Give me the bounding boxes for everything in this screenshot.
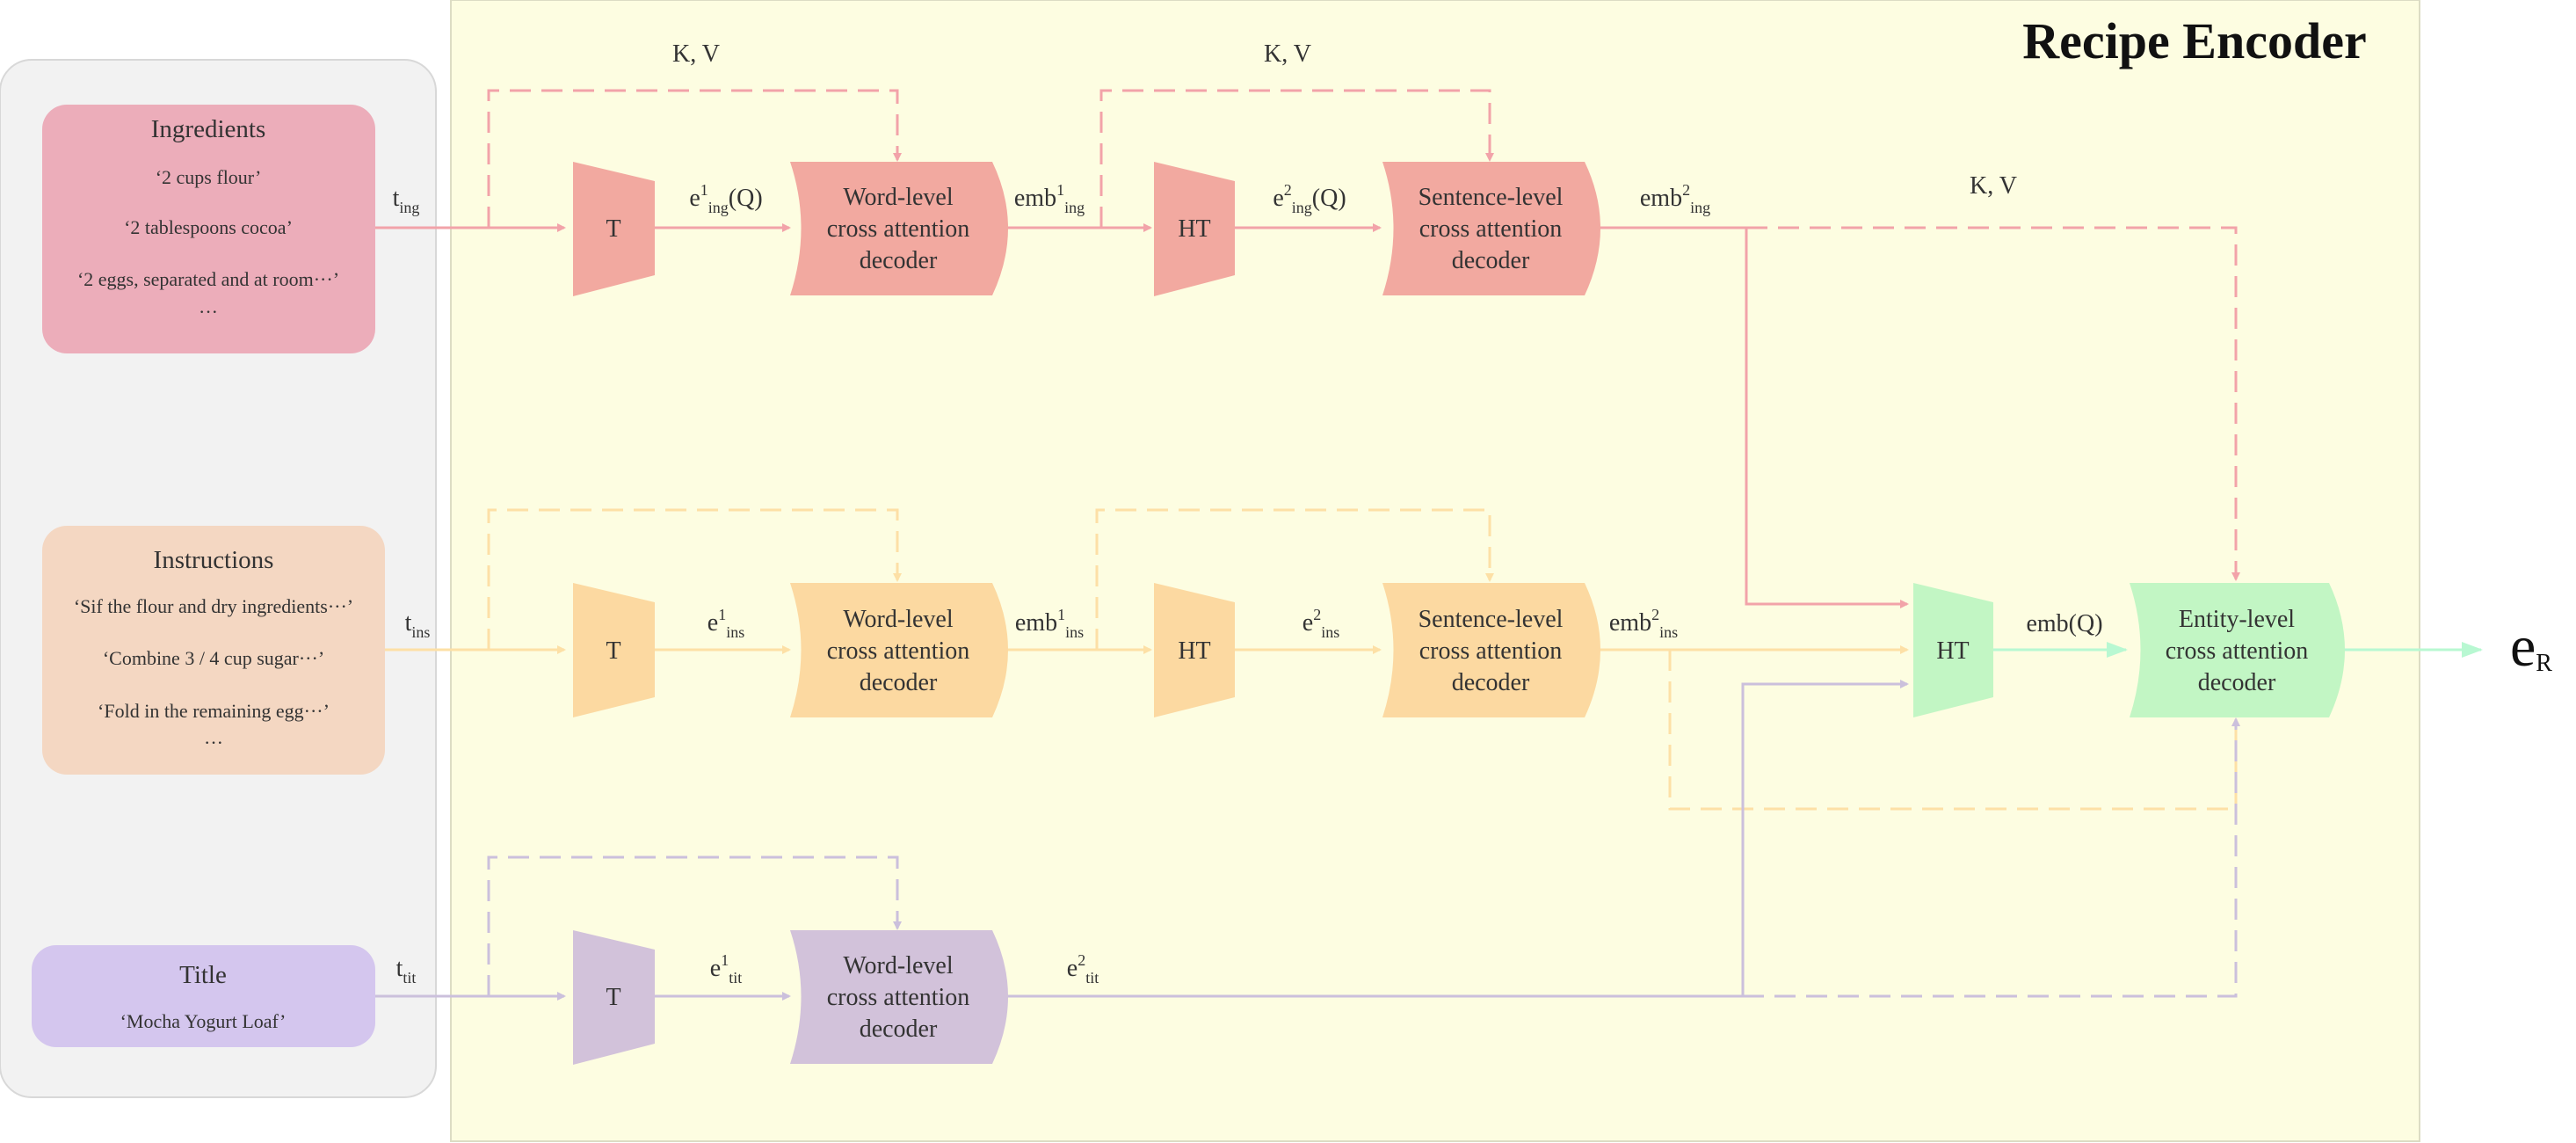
kv-label: K, V [672, 40, 720, 68]
ingredients-ht-block [1154, 162, 1235, 296]
entity-decoder-line: cross attention [2166, 637, 2309, 665]
title-line: ‘Mocha Yogurt Loaf’ [120, 1010, 287, 1032]
label-t-ins: tins [405, 609, 431, 641]
instructions-sentence-decoder-line: cross attention [1419, 637, 1563, 665]
instructions-kv-connections [487, 508, 2240, 811]
label-e2-ins: e2ins [1303, 606, 1339, 641]
ingredients-connections [375, 223, 1909, 608]
ingredients-heading: Ingredients [151, 115, 265, 143]
title-t-block [573, 930, 655, 1065]
title-kv-connections [487, 717, 2240, 998]
ingredients-word-decoder-line: decoder [860, 247, 938, 274]
label-emb-q: emb(Q) [2026, 610, 2102, 637]
instructions-word-decoder-line: Word-level [843, 606, 953, 633]
ingredients-ht-label: HT [1178, 215, 1210, 243]
ingredients-line: ‘2 cups flour’ [156, 166, 262, 188]
instructions-word-decoder-line: decoder [860, 669, 938, 696]
instructions-ht-block [1154, 583, 1235, 717]
title-heading: Title [179, 961, 227, 989]
label-t-ing: ting [393, 185, 420, 216]
output-label: eR [2510, 615, 2552, 679]
ingredients-box [42, 105, 375, 353]
label-emb1-ing: emb1ing [1014, 181, 1085, 216]
encoder-title: Recipe Encoder [2022, 12, 2366, 69]
instructions-t-label: T [606, 637, 620, 665]
ingredients-line: ··· [199, 301, 218, 323]
title-input: Title ‘Mocha Yogurt Loaf’ [32, 945, 375, 1047]
label-e2-tit: e2tit [1067, 951, 1099, 986]
entity-ht-block [1913, 583, 1993, 717]
ingredients-word-decoder-line: Word-level [843, 184, 953, 211]
entity-decoder-line: Entity-level [2179, 606, 2295, 633]
entity-decoder-line: decoder [2198, 669, 2276, 696]
label-e1-ins: e1ins [707, 606, 744, 641]
title-connections [375, 680, 1909, 1001]
instructions-line: ‘Sif the flour and dry ingredients···’ [74, 595, 353, 617]
ingredients-sentence-decoder-line: decoder [1452, 247, 1530, 274]
ingredients-sentence-decoder [1382, 162, 1600, 295]
instructions-heading: Instructions [154, 546, 274, 574]
kv-label: K, V [1970, 172, 2017, 200]
label-e1-tit: e1tit [710, 951, 742, 986]
ingredients-word-decoder [790, 162, 1008, 295]
instructions-input: Instructions ‘Sif the flour and dry ingr… [42, 526, 385, 775]
ingredients-input: Ingredients ‘2 cups flour’ ‘2 tablespoon… [42, 105, 375, 353]
label-emb2-ins: emb2ins [1609, 606, 1678, 641]
kv-label: K, V [1264, 40, 1311, 68]
instructions-sentence-decoder-line: decoder [1452, 669, 1530, 696]
instructions-box [42, 526, 385, 775]
label-e1-ing: e1ing(Q) [689, 181, 762, 216]
instructions-sentence-decoder [1382, 583, 1600, 717]
instructions-word-decoder [790, 583, 1008, 717]
title-word-decoder-line: cross attention [827, 984, 970, 1011]
title-t-label: T [606, 984, 620, 1011]
ingredients-t-label: T [606, 215, 620, 243]
ingredients-kv-connections [487, 89, 2240, 581]
title-word-decoder-line: decoder [860, 1016, 938, 1043]
instructions-line: ‘Combine 3 / 4 cup sugar···’ [103, 647, 324, 669]
instructions-line: ‘Fold in the remaining egg···’ [98, 700, 330, 722]
instructions-word-decoder-line: cross attention [827, 637, 970, 665]
ingredients-word-decoder-line: cross attention [827, 215, 970, 243]
title-word-decoder-line: Word-level [843, 952, 953, 979]
ingredients-sentence-decoder-line: cross attention [1419, 215, 1563, 243]
ingredients-t-block [573, 162, 655, 296]
title-word-decoder [790, 930, 1008, 1064]
label-emb2-ing: emb2ing [1640, 181, 1710, 216]
label-emb1-ins: emb1ins [1015, 606, 1084, 641]
instructions-ht-label: HT [1178, 637, 1210, 665]
instructions-line: ··· [204, 732, 223, 754]
ingredients-line: ‘2 tablespoons cocoa’ [124, 216, 293, 238]
label-e2-ing: e2ing(Q) [1273, 181, 1346, 216]
label-t-tit: ttit [396, 955, 417, 986]
instructions-sentence-decoder-line: Sentence-level [1419, 606, 1564, 633]
entity-ht-label: HT [1936, 637, 1969, 665]
entity-decoder [2130, 583, 2345, 717]
title-box [32, 945, 375, 1047]
instructions-t-block [573, 583, 655, 717]
ingredients-line: ‘2 eggs, separated and at room···’ [77, 268, 339, 290]
ingredients-sentence-decoder-line: Sentence-level [1419, 184, 1564, 211]
